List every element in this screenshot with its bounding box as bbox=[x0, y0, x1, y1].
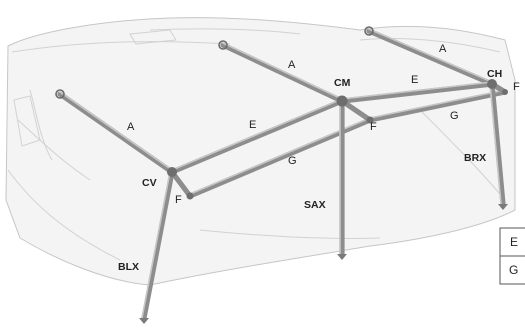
joint-ch bbox=[487, 79, 497, 89]
foot-brx bbox=[498, 204, 508, 210]
label-cv: CV bbox=[142, 177, 157, 189]
end-cap-a-left bbox=[55, 89, 65, 99]
pole-e-left bbox=[169, 98, 345, 175]
pole-g-right bbox=[367, 89, 508, 123]
label-f-mid: F bbox=[370, 121, 377, 133]
label-cm: CM bbox=[334, 77, 351, 89]
label-e-right: E bbox=[411, 74, 419, 86]
pole-sax bbox=[339, 98, 345, 257]
label-brx: BRX bbox=[464, 152, 486, 164]
joint-f-mid bbox=[366, 116, 374, 124]
label-f-left: F bbox=[175, 194, 182, 206]
joint-f-left bbox=[186, 192, 194, 200]
end-cap-a-right bbox=[364, 26, 374, 36]
foot-sax bbox=[337, 254, 347, 260]
pole-a-mid bbox=[220, 42, 345, 104]
label-a-left: A bbox=[127, 121, 135, 133]
label-a-mid: A bbox=[288, 59, 296, 71]
legend-table: E G bbox=[499, 227, 525, 285]
label-g-left: G bbox=[288, 155, 297, 167]
foot-blx bbox=[139, 318, 149, 324]
pole-blx bbox=[141, 169, 175, 321]
pole-e-right bbox=[339, 81, 495, 104]
pole-brx bbox=[489, 81, 506, 207]
canopy-outline bbox=[5, 17, 516, 286]
legend-row-1-label: E bbox=[510, 235, 518, 249]
joint-cm bbox=[336, 95, 348, 107]
label-blx: BLX bbox=[118, 261, 139, 273]
joint-cv bbox=[167, 167, 177, 177]
pole-f-mid bbox=[339, 98, 373, 123]
label-e-left: E bbox=[249, 119, 257, 131]
label-g-right: G bbox=[450, 110, 459, 122]
legend-row-2 bbox=[499, 255, 525, 285]
label-ch: CH bbox=[487, 68, 502, 80]
label-a-right: A bbox=[439, 43, 447, 55]
pole-a-right bbox=[366, 28, 495, 87]
legend-row-2-label: G bbox=[509, 263, 518, 277]
pole-a-left bbox=[57, 91, 175, 175]
end-cap-a-mid bbox=[218, 40, 228, 50]
label-f-right: F bbox=[513, 81, 520, 93]
joint-f-right bbox=[502, 89, 508, 95]
label-sax: SAX bbox=[304, 199, 326, 211]
